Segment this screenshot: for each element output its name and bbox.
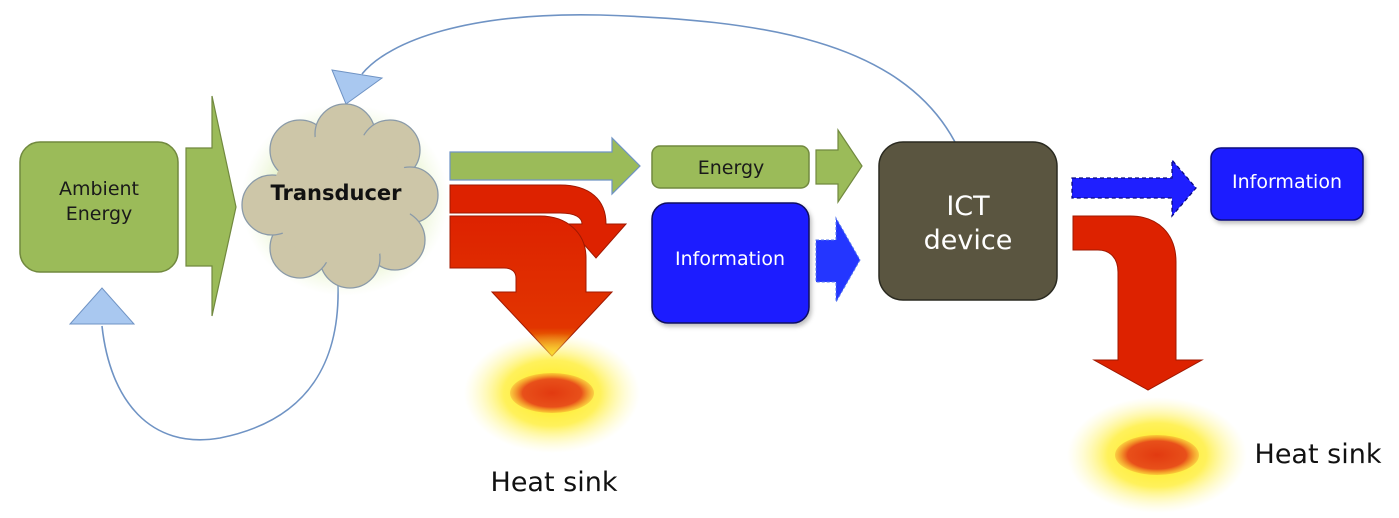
ict-heat-arrow [1072, 215, 1204, 391]
feedback-curve-top [361, 13, 956, 143]
ambient-energy-label-line2: Energy [66, 203, 133, 225]
information-box-label: Information [675, 248, 785, 270]
heat-sink-right-core [1115, 435, 1199, 475]
energy-box-label: Energy [698, 157, 765, 179]
ict-device-box [878, 141, 1058, 301]
ict-device-label-line2: device [924, 225, 1013, 256]
heat-sink-right-label: Heat sink [1255, 439, 1382, 470]
information-output-label: Information [1232, 171, 1342, 193]
feedback-arrowhead-top [331, 69, 384, 105]
transducer-energy-arrow [449, 136, 641, 196]
energy-to-ict-arrow [815, 128, 863, 204]
ambient-energy-box [19, 141, 179, 273]
information-output-box [1210, 147, 1364, 221]
ambient-energy-label-line1: Ambient [59, 178, 139, 200]
information-box [651, 202, 810, 324]
heat-sink-left-core [510, 373, 594, 413]
transducer-label: Transducer [270, 181, 402, 205]
feedback-curve-bottom [101, 284, 339, 441]
ict-to-information-arrow [1071, 158, 1197, 218]
energy-box [651, 145, 810, 189]
feedback-arrowhead-bottom [68, 287, 136, 325]
ambient-to-transducer-arrow [185, 95, 237, 317]
heat-sink-left-label: Heat sink [491, 467, 618, 498]
transducer-cloud-core [272, 132, 412, 264]
information-to-ict-arrow [815, 216, 861, 304]
ict-device-label-line1: ICT [946, 191, 990, 222]
